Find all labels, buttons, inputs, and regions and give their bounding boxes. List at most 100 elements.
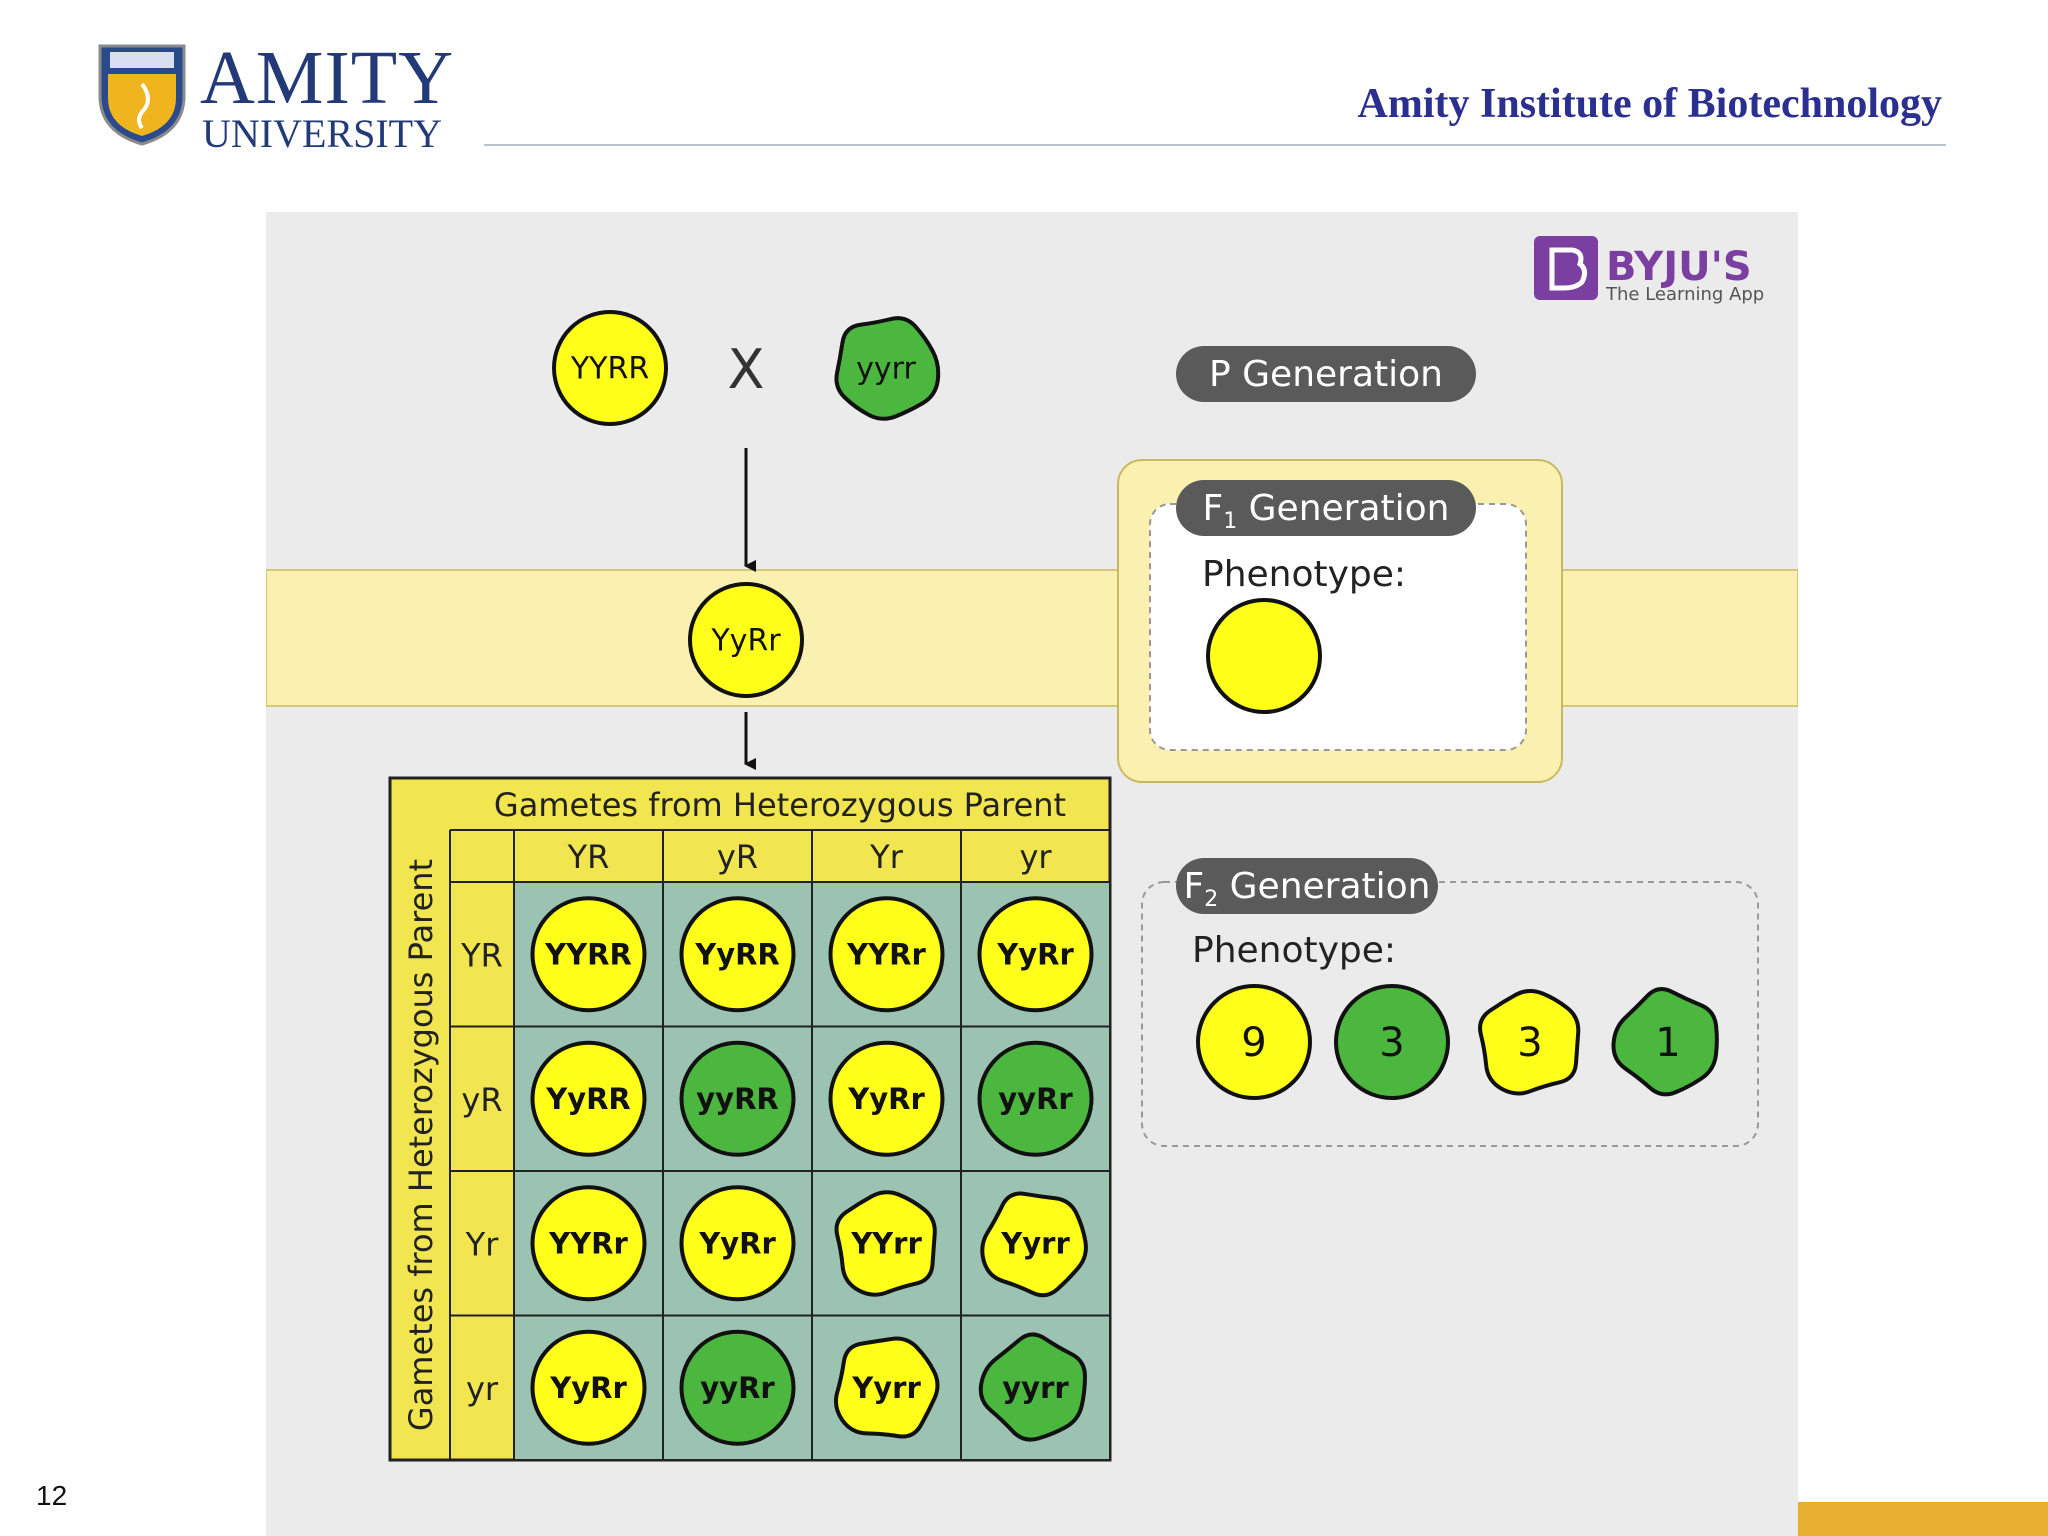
punnett-cell-pea: YyRr — [828, 1040, 945, 1157]
corner-accent-bar — [1798, 1502, 2048, 1536]
f2-ratio-pea: 9 — [1196, 984, 1312, 1100]
pea-label: yyRr — [998, 1082, 1073, 1116]
f2-box — [1141, 881, 1759, 1147]
pea-label: yyrr — [856, 352, 916, 387]
svg-text:F2 Generation: F2 Generation — [1184, 866, 1431, 912]
pea-label: YYrr — [850, 1226, 922, 1260]
pea-shape — [530, 896, 647, 1013]
pea-label: Yyrr — [851, 1371, 921, 1405]
punnett-cell-pea: Yyrr — [980, 1191, 1088, 1298]
pea-shape — [1611, 987, 1719, 1097]
shield-icon — [98, 44, 186, 146]
punnett-cell-pea: yyrr — [978, 1332, 1087, 1442]
pea-label: yyrr — [1002, 1371, 1069, 1405]
punnett-row-header: yr — [466, 1370, 499, 1408]
pea-label: YYRR — [570, 352, 649, 387]
pea-shape — [977, 1040, 1094, 1157]
f2-generation-pill: F2 Generation — [1176, 858, 1438, 914]
pea-label: yyRR — [696, 1082, 778, 1116]
punnett-cell-pea: YyRR — [679, 896, 796, 1013]
pea-shape — [679, 1040, 796, 1157]
pea-label: YyRR — [545, 1082, 631, 1116]
punnett-cell-pea: YYRR — [530, 896, 647, 1013]
punnett-row-header: Yr — [465, 1225, 500, 1263]
pea-label: YyRr — [847, 1082, 925, 1116]
pea-label: YyRr — [710, 624, 781, 659]
pea-shape — [530, 1329, 647, 1446]
svg-text:The Learning App: The Learning App — [1605, 284, 1764, 305]
punnett-cell-pea: yyRr — [679, 1329, 796, 1446]
logo-name: AMITY — [200, 36, 455, 120]
amity-logo: AMITY UNIVERSITY — [96, 36, 456, 156]
f2-ratio-pea: 1 — [1611, 987, 1719, 1097]
punnett-cell-pea: Yyrr — [833, 1336, 940, 1439]
punnett-column-header: yR — [717, 838, 758, 876]
punnett-column-header: YR — [567, 838, 610, 876]
pea-shape — [1478, 989, 1581, 1096]
pea-shape — [833, 1336, 940, 1439]
punnett-column-header: Yr — [869, 838, 904, 876]
punnett-cell-pea: YyRr — [679, 1185, 796, 1302]
pea-shape — [834, 316, 941, 421]
f1-generation-pill: F1 Generation — [1176, 480, 1476, 536]
pea-label: YyRr — [549, 1371, 627, 1405]
f1-phenotype-pea — [1206, 598, 1322, 714]
pea-shape — [679, 1185, 796, 1302]
pea-label: YyRr — [996, 937, 1074, 971]
pea-shape — [552, 310, 668, 426]
dihybrid-cross-diagram: P Generation F1 Generation Phenotype: YY… — [266, 212, 1798, 1536]
pea-shape — [688, 582, 804, 698]
f2-ratio-pea: 3 — [1334, 984, 1450, 1100]
slide-number: 12 — [36, 1480, 68, 1511]
institute-title: Amity Institute of Biotechnology — [1357, 81, 1942, 127]
punnett-row-header: YR — [460, 936, 503, 974]
pea-shape — [530, 1040, 647, 1157]
svg-text:P Generation: P Generation — [1209, 354, 1443, 395]
pea-shape — [834, 1190, 937, 1297]
punnett-row-header: yR — [461, 1081, 502, 1119]
parent-pea-yyrr-dominant: YYRR — [552, 310, 668, 426]
pea-shape — [1334, 984, 1450, 1100]
pea-label: YYRr — [846, 937, 926, 971]
punnett-side-header: Gametes from Heterozygous Parent — [402, 859, 440, 1431]
diagram-canvas: P Generation F1 Generation Phenotype: YY… — [266, 236, 1798, 1462]
logo-subtitle: UNIVERSITY — [202, 111, 442, 156]
punnett-cell-pea: YYRr — [828, 896, 945, 1013]
f1-box-inner — [1149, 503, 1527, 751]
pea-shape — [978, 1332, 1087, 1442]
punnett-cell-pea: YyRr — [530, 1329, 647, 1446]
pea-label: 3 — [1517, 1020, 1542, 1066]
pea-label: Yyrr — [1000, 1226, 1070, 1260]
parent-pea-yyrr-recessive: yyrr — [834, 316, 941, 421]
pea-label: yyRr — [700, 1371, 775, 1405]
pea-label: YYRr — [548, 1226, 628, 1260]
pea-label: YyRR — [694, 937, 780, 971]
punnett-top-header: Gametes from Heterozygous Parent — [494, 786, 1066, 824]
pea-label: YyRr — [698, 1226, 776, 1260]
pea-shape — [530, 1185, 647, 1302]
pea-shape — [1196, 984, 1312, 1100]
pea-label: 9 — [1241, 1020, 1266, 1066]
pea-shape — [980, 1191, 1088, 1298]
punnett-cell-pea: yyRr — [977, 1040, 1094, 1157]
svg-text:F1 Generation: F1 Generation — [1203, 488, 1450, 534]
punnett-column-header: yr — [1019, 838, 1052, 876]
p-generation-pill: P Generation — [1176, 346, 1476, 402]
punnett-cell-pea: YYrr — [834, 1190, 937, 1297]
f1-phenotype-label: Phenotype: — [1202, 554, 1406, 595]
pea-shape — [828, 1040, 945, 1157]
pea-label: 3 — [1379, 1020, 1404, 1066]
pea-label: YYRR — [544, 937, 632, 971]
byjus-logo: BYJU'S The Learning App — [1534, 236, 1764, 305]
pea-shape — [977, 896, 1094, 1013]
punnett-cell-pea: yyRR — [679, 1040, 796, 1157]
pea-shape — [679, 896, 796, 1013]
pea-shape — [828, 896, 945, 1013]
f2-ratio-pea: 3 — [1478, 989, 1581, 1096]
byjus-b-icon — [1549, 247, 1588, 291]
punnett-cell-pea: YyRr — [977, 896, 1094, 1013]
f1-band — [266, 569, 1798, 707]
f1-offspring-pea: YyRr — [688, 582, 804, 698]
svg-text:BYJU'S: BYJU'S — [1606, 244, 1752, 290]
header-divider — [484, 144, 1946, 146]
